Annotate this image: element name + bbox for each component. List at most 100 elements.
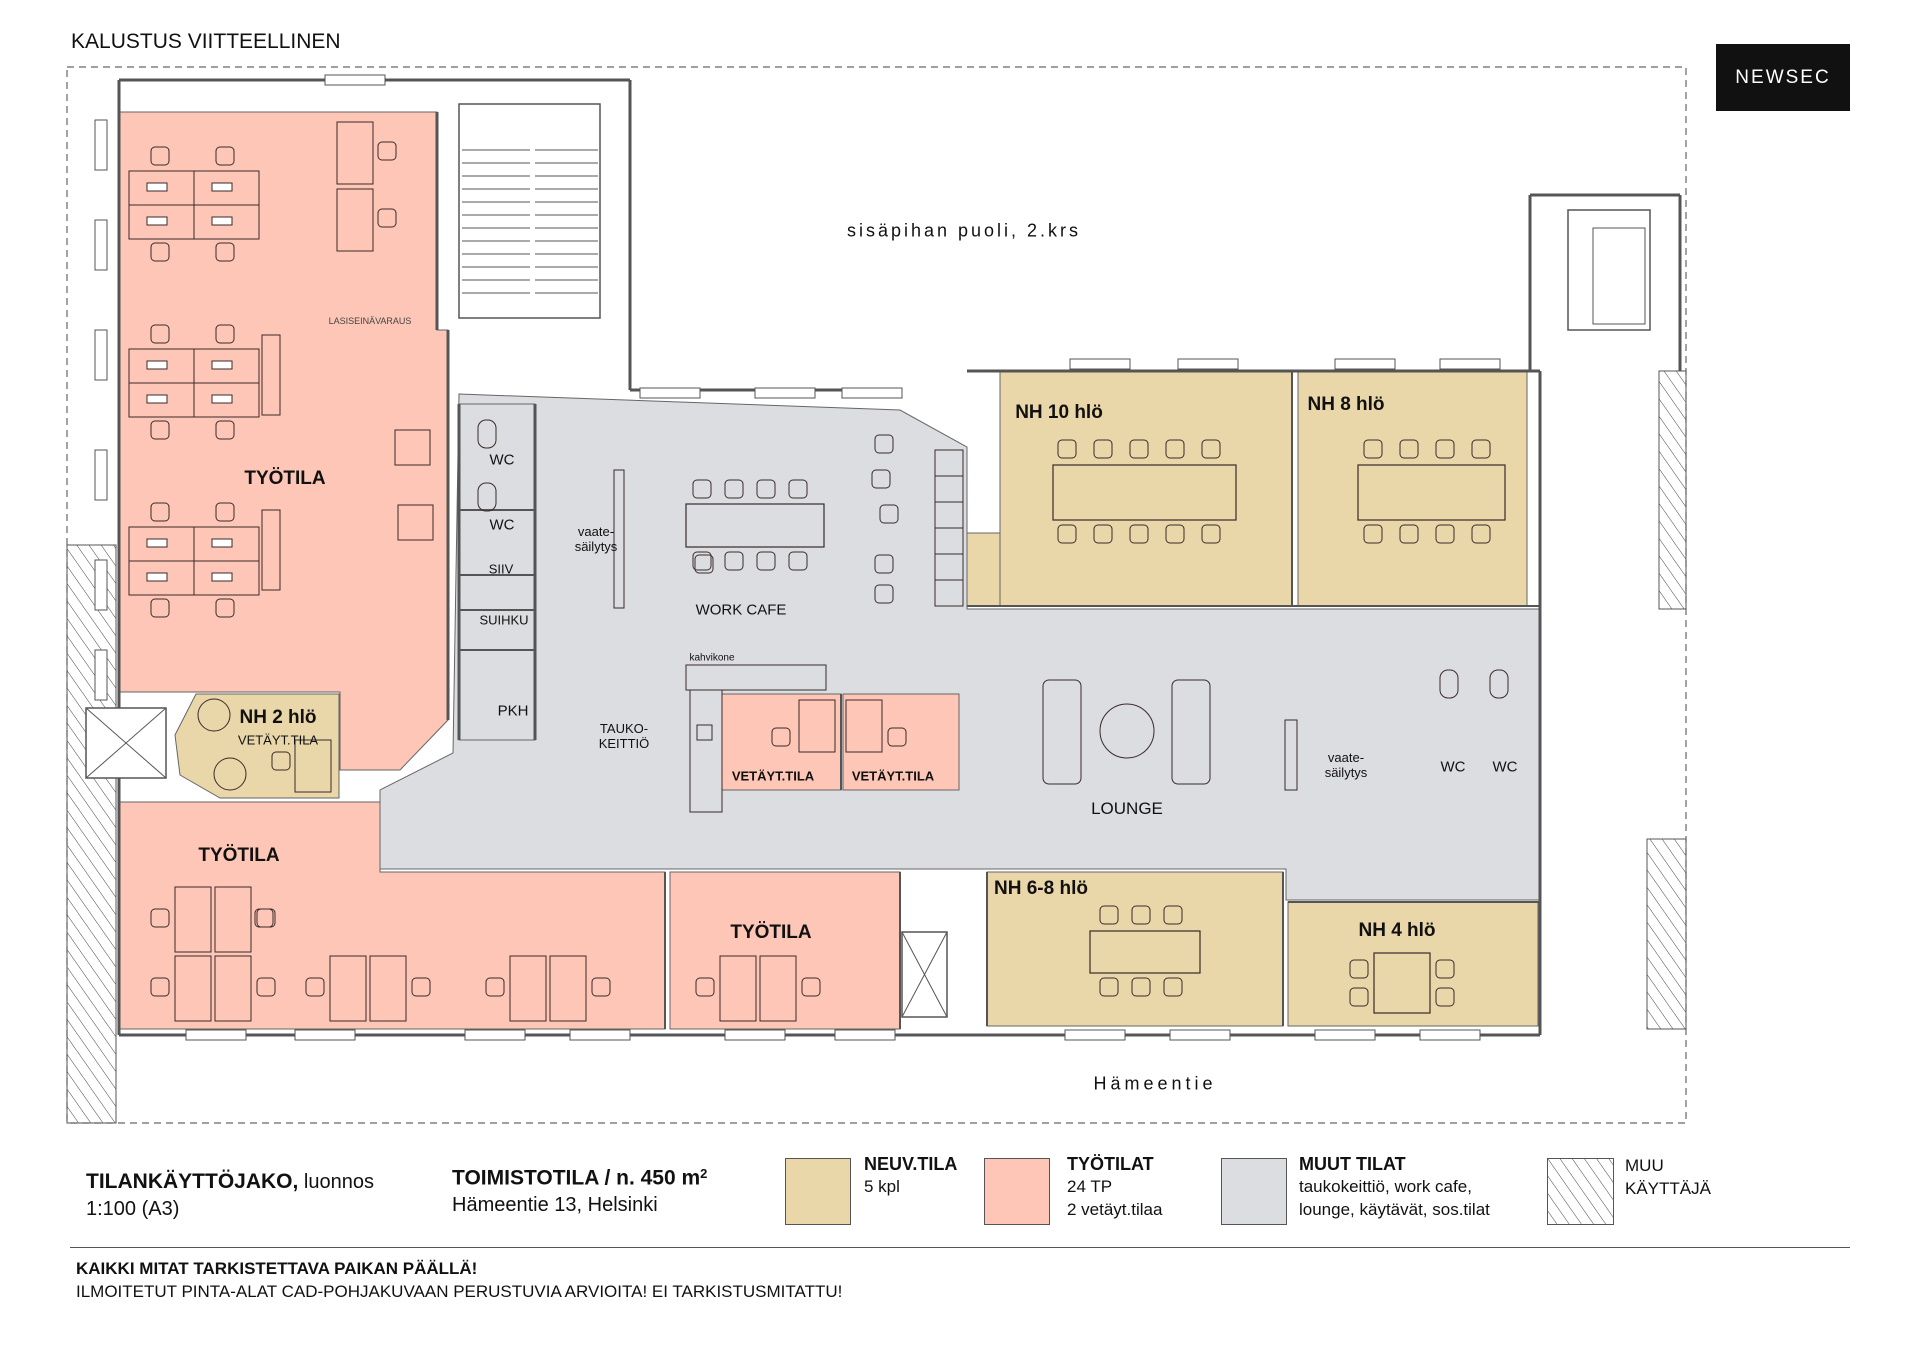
legend-title-bold: TILANKÄYTTÖJAKO, — [86, 1170, 299, 1193]
desk — [798, 699, 836, 753]
street-label: Hämeentie — [1093, 1073, 1217, 1094]
shaft-cross — [901, 931, 948, 1018]
window — [1419, 1029, 1481, 1041]
lounge-table — [1099, 703, 1155, 759]
room-label-wc-1: WC — [489, 451, 515, 469]
chair — [801, 977, 821, 997]
sofa — [1042, 679, 1082, 785]
chair — [756, 479, 776, 499]
legend-item-line: 2 vetäyt.tilaa — [1067, 1200, 1163, 1219]
other-user-area — [66, 544, 117, 1124]
room-label-nh4: NH 4 hlö — [1358, 920, 1436, 941]
monitor — [146, 394, 168, 404]
chair — [1129, 524, 1149, 544]
chair — [871, 469, 891, 489]
chair — [1131, 977, 1151, 997]
chair — [1349, 987, 1369, 1007]
window — [1069, 358, 1131, 370]
legend-swatch-other — [1221, 1158, 1287, 1225]
window — [1169, 1029, 1231, 1041]
monitor — [211, 394, 233, 404]
chair — [887, 727, 907, 747]
chair — [724, 479, 744, 499]
chair — [1131, 905, 1151, 925]
chair — [1435, 439, 1455, 459]
chair — [1093, 439, 1113, 459]
room-label-kitchen: TAUKO- KEITTIÖ — [598, 721, 650, 751]
chair — [215, 598, 235, 618]
table — [1089, 930, 1201, 974]
desk — [193, 204, 260, 240]
coat-rack — [613, 469, 625, 609]
legend-swatch-other-user — [1547, 1158, 1614, 1225]
desk — [193, 560, 260, 596]
glass-wall-note: LASISEINÄVARAUS — [328, 316, 412, 326]
legend-scale: 1:100 (A3) — [86, 1198, 180, 1220]
chair — [150, 242, 170, 262]
legend-item-line: MUU — [1625, 1156, 1664, 1175]
coat-rack — [1284, 719, 1298, 791]
legend-swatch-work — [984, 1158, 1050, 1225]
table — [1357, 464, 1506, 521]
chair — [695, 977, 715, 997]
chair — [1057, 524, 1077, 544]
window — [724, 1029, 786, 1041]
window — [841, 387, 903, 399]
room-label-storage-2: vaate- säilytys — [1324, 750, 1368, 780]
cabinet — [261, 334, 281, 416]
chair — [256, 977, 276, 997]
work-room-1 — [118, 111, 449, 771]
chair — [411, 977, 431, 997]
footer-warning: KAIKKI MITAT TARKISTETTAVA PAIKAN PÄÄLLÄ… — [76, 1259, 478, 1278]
footer-divider — [70, 1247, 1850, 1248]
chair — [150, 977, 170, 997]
chair — [694, 554, 714, 574]
space-title-text: TOIMISTOTILA / n. 450 m — [452, 1166, 701, 1190]
room-label-nh68: NH 6-8 hlö — [994, 878, 1088, 899]
room-label-wc-3: WC — [1440, 758, 1466, 776]
chair — [1435, 959, 1455, 979]
chair — [1099, 905, 1119, 925]
room-label-siiv: SIIV — [488, 561, 514, 577]
room-label-wc-2: WC — [489, 516, 515, 534]
chair — [1129, 439, 1149, 459]
chair — [1435, 987, 1455, 1007]
desk — [214, 955, 252, 1022]
window — [1314, 1029, 1376, 1041]
plan-border — [66, 66, 1687, 1124]
room-label-nh8: NH 8 hlö — [1307, 394, 1385, 415]
chair — [150, 598, 170, 618]
legend-item-title: TYÖTILAT — [1067, 1154, 1154, 1174]
chair — [1471, 439, 1491, 459]
room-label-work-cafe: WORK CAFE — [695, 601, 787, 619]
chair — [305, 977, 325, 997]
monitor — [211, 572, 233, 582]
monitor — [146, 360, 168, 370]
chair — [1399, 439, 1419, 459]
lounge-chair — [197, 698, 231, 732]
space-title-sup: 2 — [700, 1166, 708, 1181]
legend-item-title: NEUV.TILA — [864, 1154, 958, 1174]
desk — [336, 121, 374, 185]
monitor — [211, 360, 233, 370]
chair — [1165, 439, 1185, 459]
room-label-work-3: TYÖTILA — [730, 922, 812, 943]
legend-item-work: TYÖTILAT 24 TP 2 vetäyt.tilaa — [1067, 1154, 1162, 1221]
drawing-title: KALUSTUS VIITTEELLINEN — [71, 30, 341, 53]
legend-item-line: 24 TP — [1067, 1177, 1113, 1196]
cabinet — [261, 509, 281, 591]
desk — [369, 955, 407, 1022]
toilet — [1489, 669, 1509, 699]
chair — [485, 977, 505, 997]
chair — [150, 908, 170, 928]
window — [1064, 1029, 1126, 1041]
chair — [879, 504, 899, 524]
chair — [1057, 439, 1077, 459]
chair — [254, 908, 274, 928]
chair — [150, 324, 170, 344]
desk — [845, 699, 883, 753]
legend-swatch-meeting — [785, 1158, 851, 1225]
bench-seat — [934, 579, 964, 607]
